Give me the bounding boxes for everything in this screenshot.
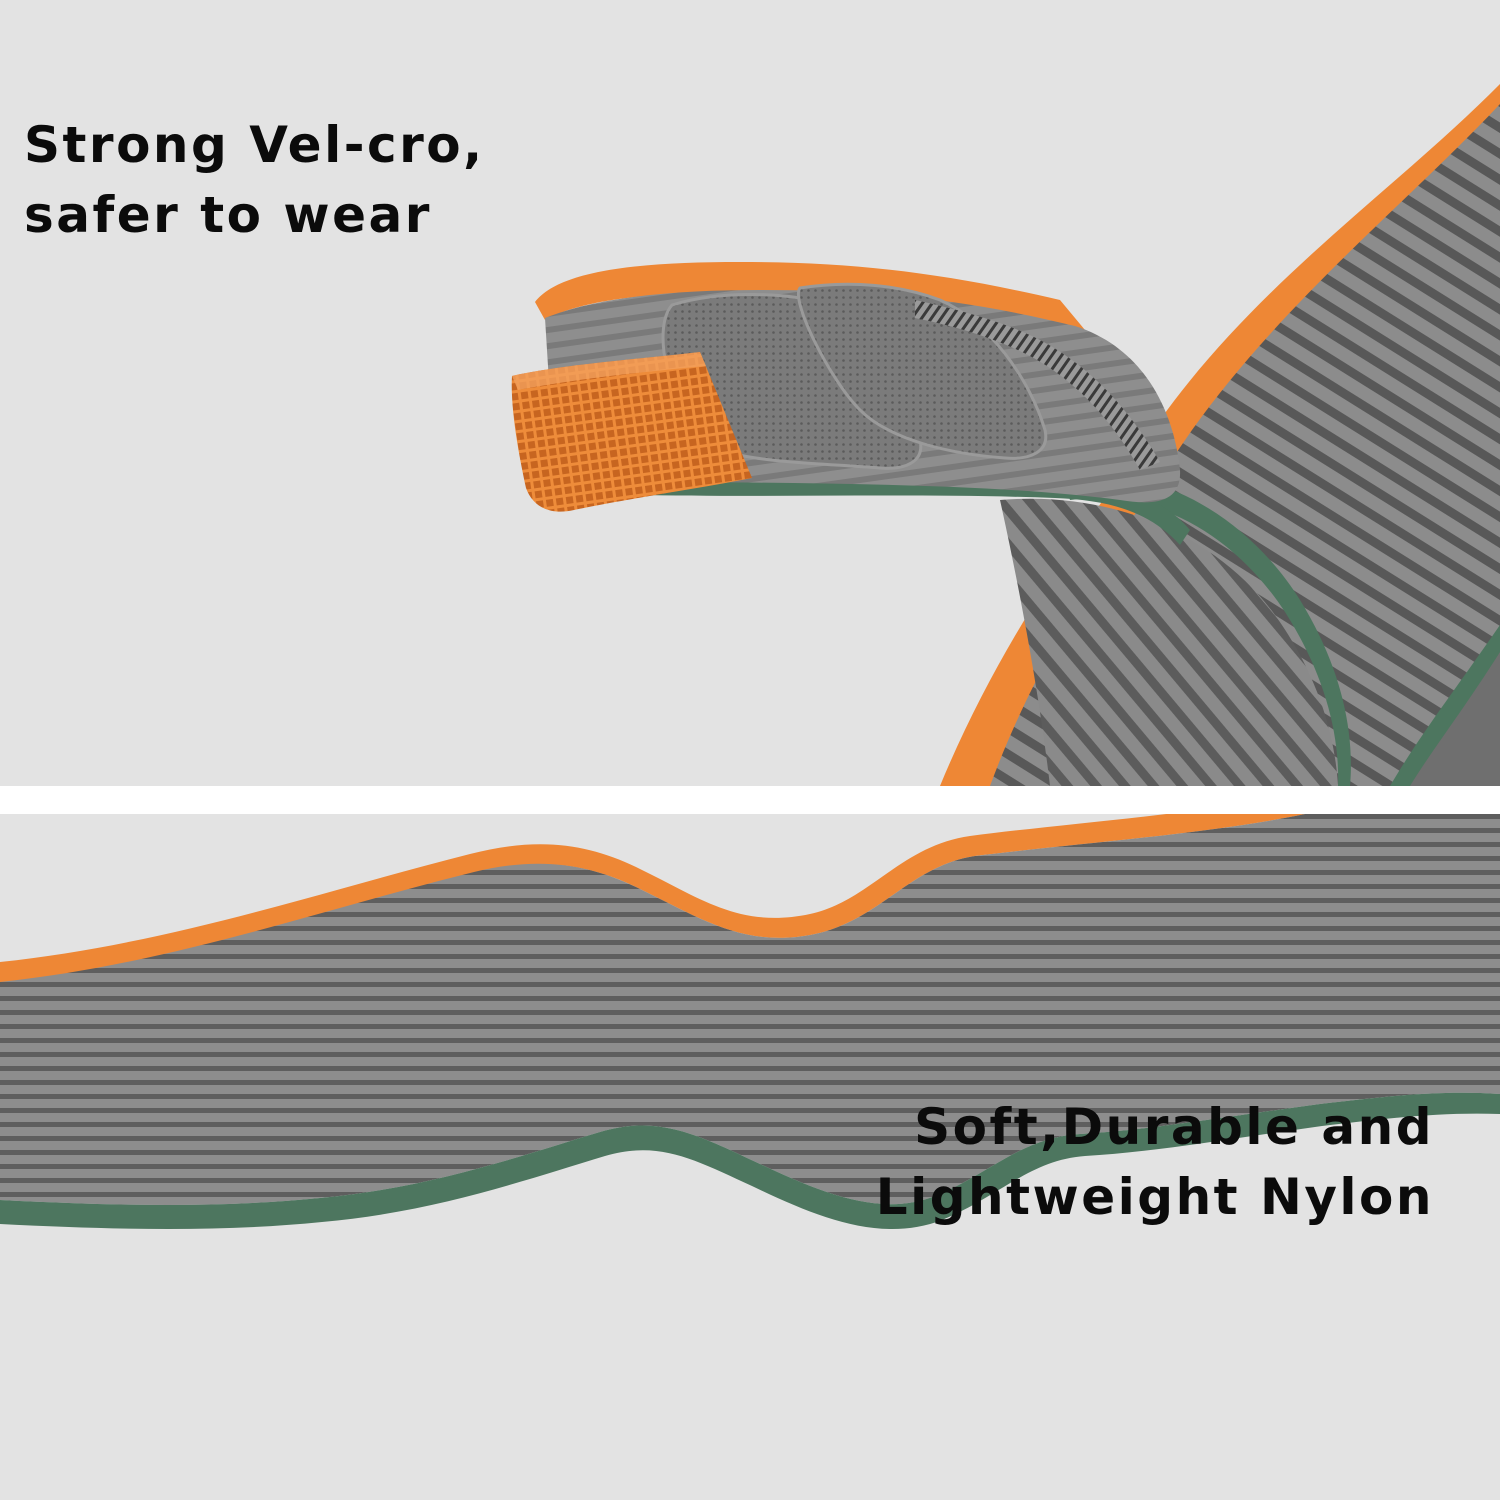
velcro-caption-line-1: Strong Vel-cro, [24,116,485,174]
velcro-strap-illustration [0,0,1500,786]
orange-pull-tab [511,352,752,512]
velcro-caption: Strong Vel-cro, safer to wear [24,110,485,250]
wave-strap-green-edge [0,1092,1500,1230]
velcro-caption-line-2: safer to wear [24,186,432,244]
nylon-strap-illustration [0,814,1500,1500]
nylon-caption-line-1: Soft,Durable and [914,1098,1434,1156]
orange-pull-tab-highlight [512,352,706,390]
strap-fold-orange-edge [535,262,1085,330]
nylon-caption-line-2: Lightweight Nylon [875,1168,1434,1226]
velcro-hook-pad-2 [797,282,1048,460]
nylon-caption: Soft,Durable and Lightweight Nylon [876,1092,1434,1232]
wave-strap-orange-edge [0,814,1305,984]
velcro-hook-edge [915,300,1160,470]
strap-green-edge-inner [1410,652,1500,786]
strap-curl-ribbed-surface [1000,498,1338,786]
wave-strap-ribbed-surface [0,814,1500,1205]
nylon-feature-panel: Soft,Durable and Lightweight Nylon [0,814,1500,1500]
velcro-feature-panel: Strong Vel-cro, safer to wear [0,0,1500,786]
